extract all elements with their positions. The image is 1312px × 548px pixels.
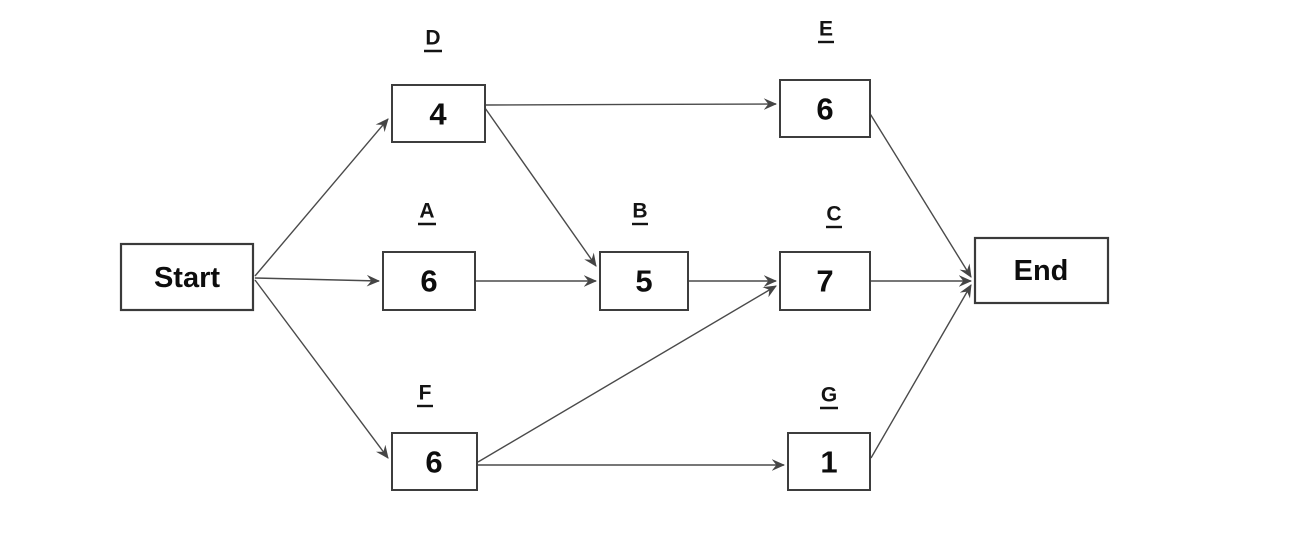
activity-box-c [779,251,871,311]
edge-start-to-d [254,118,389,277]
edge-d-to-e [485,98,778,110]
activity-duration-a: 6 [420,264,437,299]
activity-node-b: B 5 [599,200,689,311]
activity-node-d: D 4 [391,27,486,143]
activity-box-b [599,251,689,311]
activity-box-d [391,84,486,143]
activity-duration-c: 7 [816,264,833,299]
activity-duration-b: 5 [635,264,652,299]
activity-box-e [779,79,871,138]
activity-box-g [787,432,871,491]
activity-letter-b: B [632,200,647,223]
terminal-start: Start [119,242,255,312]
activity-letter-g: G [821,384,837,407]
edge-start-to-f [254,279,389,459]
activity-node-c: C 7 [779,203,871,311]
end-box [973,236,1110,305]
activity-duration-g: 1 [820,445,837,480]
activity-letter-f: F [419,382,432,405]
activity-node-g: G 1 [787,384,871,491]
activity-letter-e: E [819,18,833,41]
edge-start-to-a [254,274,381,287]
activity-duration-d: 4 [429,97,447,132]
start-box [119,242,255,312]
activity-duration-e: 6 [816,92,833,127]
activity-duration-f: 6 [425,445,442,480]
terminal-end: End [973,236,1110,305]
activity-letter-d: D [425,27,440,50]
activity-box-f [391,432,478,491]
activity-letter-c: C [826,203,841,226]
end-label: End [1014,255,1069,287]
activity-node-e: E 6 [779,18,871,138]
activity-box-a [382,251,476,311]
edge-d-to-b [484,107,597,267]
start-label: Start [154,262,220,294]
activity-letter-a: A [419,200,434,223]
activity-node-a: A 6 [382,200,476,311]
edge-f-to-c [477,285,777,463]
edges-layer [254,98,973,471]
edge-g-to-end [870,284,972,459]
activity-node-f: F 6 [391,382,478,491]
edge-e-to-end [868,111,972,278]
